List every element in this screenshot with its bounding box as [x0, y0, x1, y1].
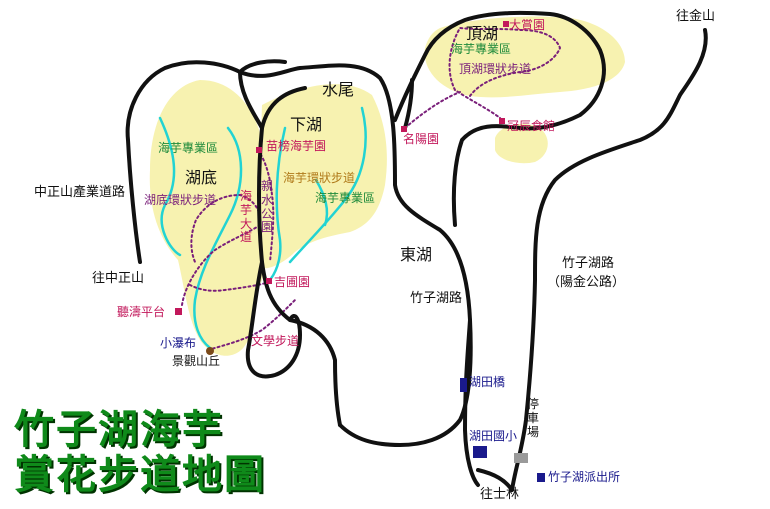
map-title-line1: 竹子湖海芋 — [14, 407, 224, 453]
trail-literature-label: 文學步道 — [251, 334, 300, 348]
trails — [181, 26, 562, 351]
poi-police: 竹子湖派出所 — [548, 470, 621, 484]
parking-marker — [514, 453, 528, 463]
road-zhuzihu — [393, 10, 606, 227]
road-inner-loop — [260, 86, 307, 130]
zone-hudi-taro: 海芋專業區 — [158, 141, 219, 155]
police-marker — [537, 473, 545, 482]
streams — [158, 106, 367, 350]
poi-hutian-bridge: 湖田橋 — [469, 375, 506, 389]
road-hutian — [463, 318, 480, 487]
road-to-shilin — [476, 468, 514, 492]
trail-literature — [207, 299, 296, 351]
poi-dashang: 大賞園 — [509, 18, 546, 32]
poi-jipu: 吉圃園 — [274, 275, 311, 289]
road-label-to-shilin: 往士林 — [480, 487, 520, 502]
jipu-marker — [266, 278, 272, 284]
zone-xiahu-taro: 海芋專業區 — [315, 191, 376, 205]
roads — [125, 10, 708, 492]
trail-hudi-loop — [181, 193, 262, 306]
stream-hudi-mid — [193, 126, 243, 350]
stream-xiahu-main — [266, 126, 287, 284]
poi-hutian-school: 湖田國小 — [469, 429, 518, 443]
road-hudi-outer — [125, 60, 473, 447]
hutian-school-marker — [473, 446, 487, 458]
poi-mingyang: 名陽園 — [403, 132, 440, 146]
miaobang-marker — [256, 147, 262, 153]
jingguan-marker — [206, 347, 214, 355]
trail-hudi-loop-label: 湖底環狀步道 — [144, 193, 217, 207]
flower-areas — [149, 16, 625, 356]
road-label-to-jinshan: 往金山 — [676, 9, 716, 24]
road-west-end — [245, 260, 302, 379]
road-label-zhuzihu-east: 竹子湖路 — [562, 256, 615, 271]
trail-taro-avenue — [257, 149, 275, 263]
poi-miaobang: 苗榜海芋園 — [266, 139, 327, 153]
stream-hudi-west — [158, 116, 182, 257]
road-label-to-zhongzhengshan: 往中正山 — [92, 271, 145, 286]
guanchen-marker — [499, 118, 505, 124]
trail-dinghu-loop — [448, 26, 562, 119]
road-shuiwei-branch — [238, 59, 287, 74]
area-hudi: 湖底 — [185, 168, 218, 187]
dinghu-flower-area — [424, 16, 625, 98]
poi-jingguan: 景觀山丘 — [172, 354, 221, 368]
xiahu-flower-area — [260, 84, 387, 269]
map-title-line2: 賞花步道地圖 — [14, 452, 266, 498]
poi-parking: 停車場 — [527, 397, 540, 439]
tingtao-marker — [175, 308, 182, 315]
road-dinghu-end — [403, 78, 414, 130]
area-dinghu: 頂湖 — [466, 24, 499, 43]
trail-xiahu-loop-label: 海芋環狀步道 — [283, 171, 356, 185]
stream-xiahu-small — [314, 178, 329, 227]
poi-tingtao: 聽濤平台 — [117, 305, 166, 319]
poi-xiaopubu: 小瀑布 — [160, 336, 197, 350]
road-label-zhuzihu: 竹子湖路 — [410, 291, 463, 306]
area-donghu: 東湖 — [400, 245, 433, 264]
guanchen-flower-area — [495, 123, 548, 164]
area-shuiwei: 水尾 — [322, 80, 355, 99]
area-xiahu: 下湖 — [290, 115, 323, 134]
water-park-label: 親水公園 — [261, 179, 274, 235]
road-label-yangjin: （陽金公路） — [547, 275, 626, 290]
road-label-industry: 中正山產業道路 — [34, 185, 126, 200]
dashang-marker — [503, 21, 509, 27]
trail-jipu — [189, 281, 271, 292]
poi-guanchen: 冠辰食館 — [507, 119, 556, 133]
hutian-bridge-marker — [460, 378, 467, 392]
road-jinshan — [510, 28, 708, 492]
trail-mingyang — [404, 91, 461, 129]
mingyang-marker — [401, 126, 407, 132]
trail-dinghu-loop-label: 頂湖環狀步道 — [459, 62, 532, 76]
markers — [175, 21, 545, 482]
zone-dinghu-taro: 海芋專業區 — [451, 42, 512, 56]
stream-xiahu-east — [288, 106, 367, 264]
trail-taro-avenue-label: 海芋大道 — [240, 189, 253, 245]
